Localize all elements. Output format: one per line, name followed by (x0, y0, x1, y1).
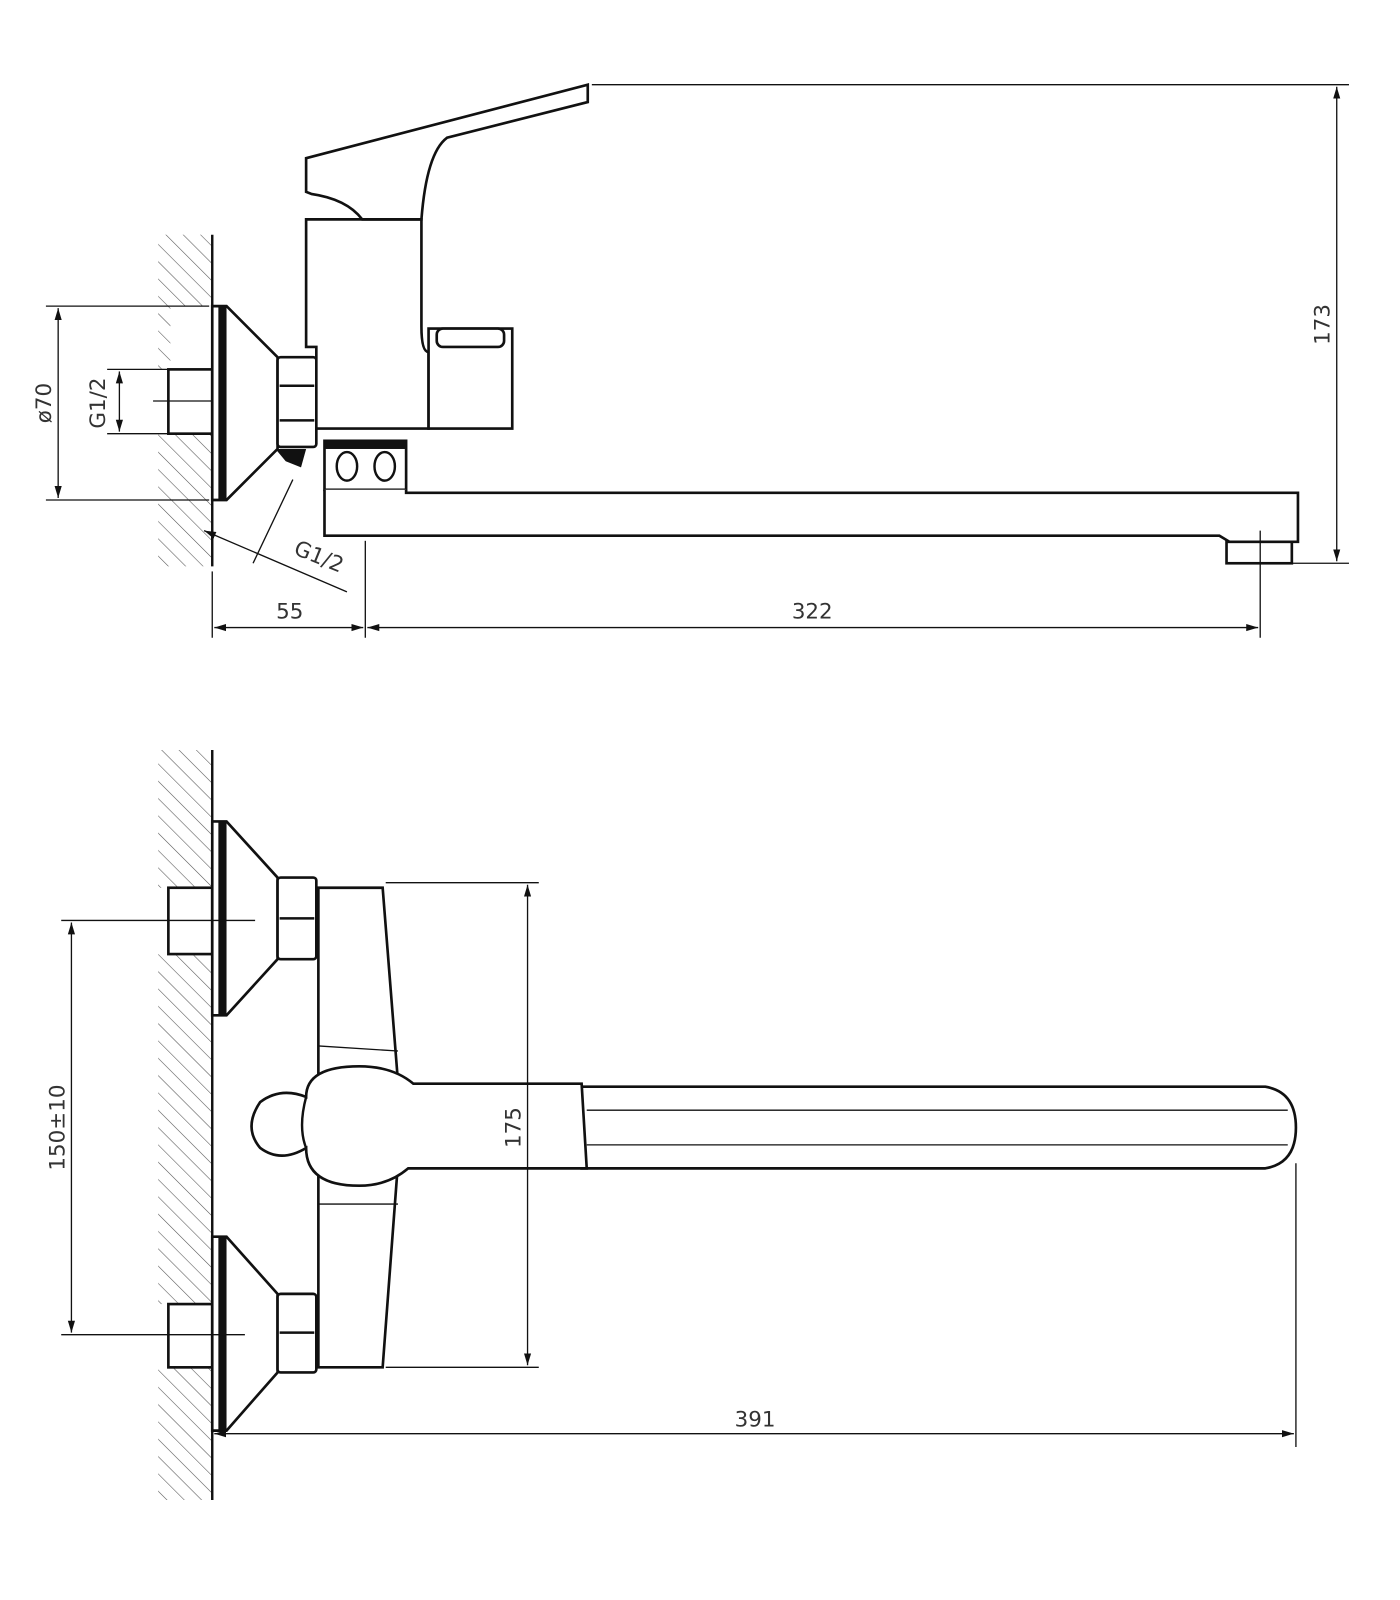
spout (580, 1085, 1298, 1170)
dim-322: 322 (792, 599, 833, 624)
wall-hatch (158, 234, 213, 307)
lever-handle (250, 1064, 589, 1188)
aerator (1225, 540, 1294, 565)
side-view: 173 ø70 G1/2 G1/2 55 322 (32, 82, 1349, 638)
hex-nut (276, 355, 318, 449)
dim-flange-diameter: ø70 (32, 383, 57, 423)
dim-391: 391 (735, 1408, 776, 1433)
lever-handle (304, 82, 590, 221)
dim-55: 55 (276, 599, 303, 624)
dim-150: 150±10 (45, 1085, 70, 1171)
dim-outlet-thread: G1/2 (290, 536, 347, 578)
mixer-body (304, 218, 430, 430)
dim-173: 173 (1311, 304, 1336, 345)
dim-inlet-thread: G1/2 (86, 378, 111, 429)
mixer-body (317, 886, 400, 1083)
top-view: 150±10 175 391 (45, 750, 1298, 1500)
dim-175: 175 (501, 1107, 526, 1148)
spout (323, 489, 1300, 544)
wall-hatch (158, 750, 213, 1500)
